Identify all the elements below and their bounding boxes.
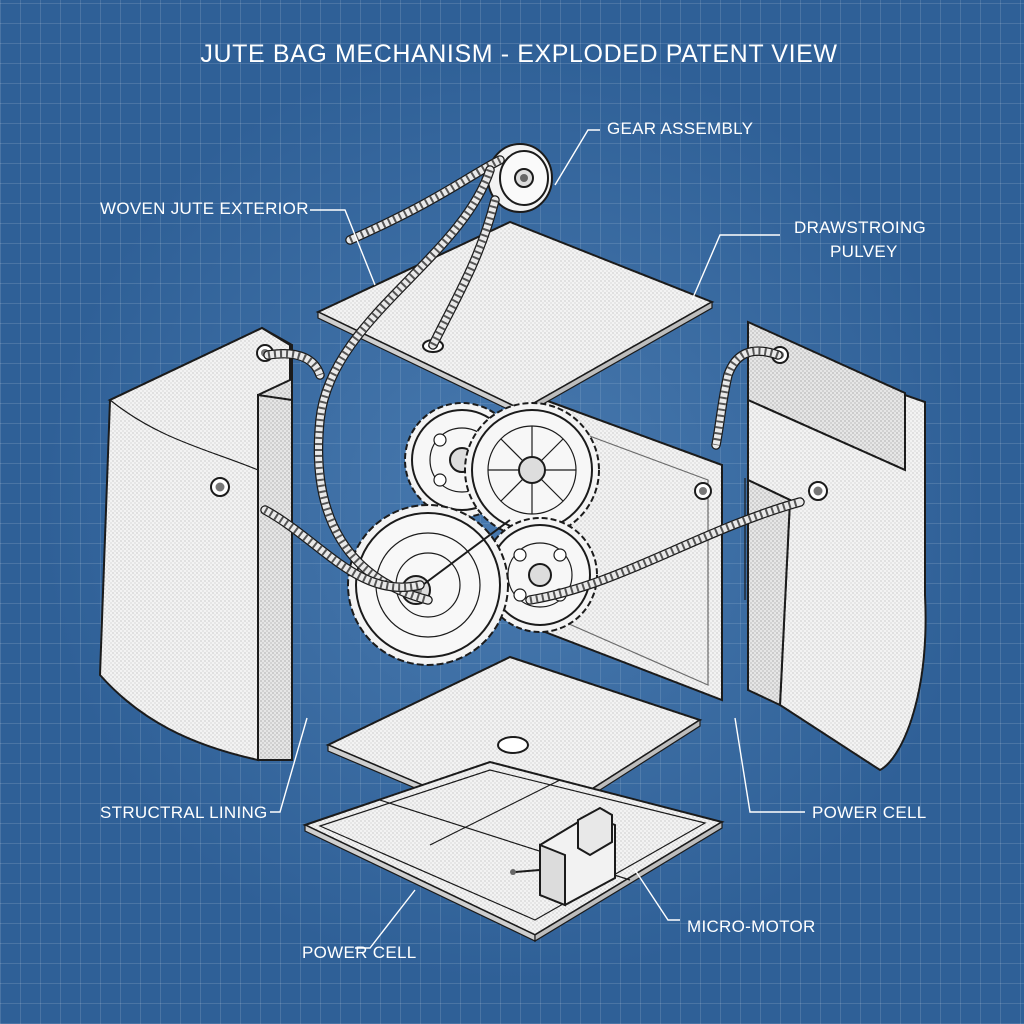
label-power-cell-right: POWER CELL [812, 803, 926, 822]
base-tray [302, 760, 725, 943]
gear-lower-right [482, 517, 598, 633]
label-woven-jute-exterior: WOVEN JUTE EXTERIOR [100, 199, 309, 218]
diagram-title: JUTE BAG MECHANISM - EXPLODED PATENT VIE… [200, 40, 837, 68]
label-drawstring-pulley-line2: PULVEY [830, 242, 898, 261]
leader-lines [270, 129, 805, 949]
label-gear-assembly: GEAR ASSEMBLY [607, 119, 753, 138]
gear-main-front [347, 504, 511, 666]
label-power-cell-bottom: POWER CELL [302, 943, 416, 962]
label-structural-lining: STRUCTRAL LINING [100, 803, 268, 822]
callout-labels: GEAR ASSEMBLY WOVEN JUTE EXTERIOR DRAWST… [100, 119, 926, 962]
drawstring-rope [260, 155, 805, 605]
micro-motor [510, 806, 616, 907]
gear-upper-right [464, 402, 600, 538]
right-bag-panel [744, 320, 927, 772]
left-bag-panel [98, 326, 293, 762]
label-micro-motor: MICRO-MOTOR [687, 917, 816, 936]
gear-assembly [347, 402, 600, 666]
label-drawstring-pulley-line1: DRAWSTROING [794, 218, 926, 237]
